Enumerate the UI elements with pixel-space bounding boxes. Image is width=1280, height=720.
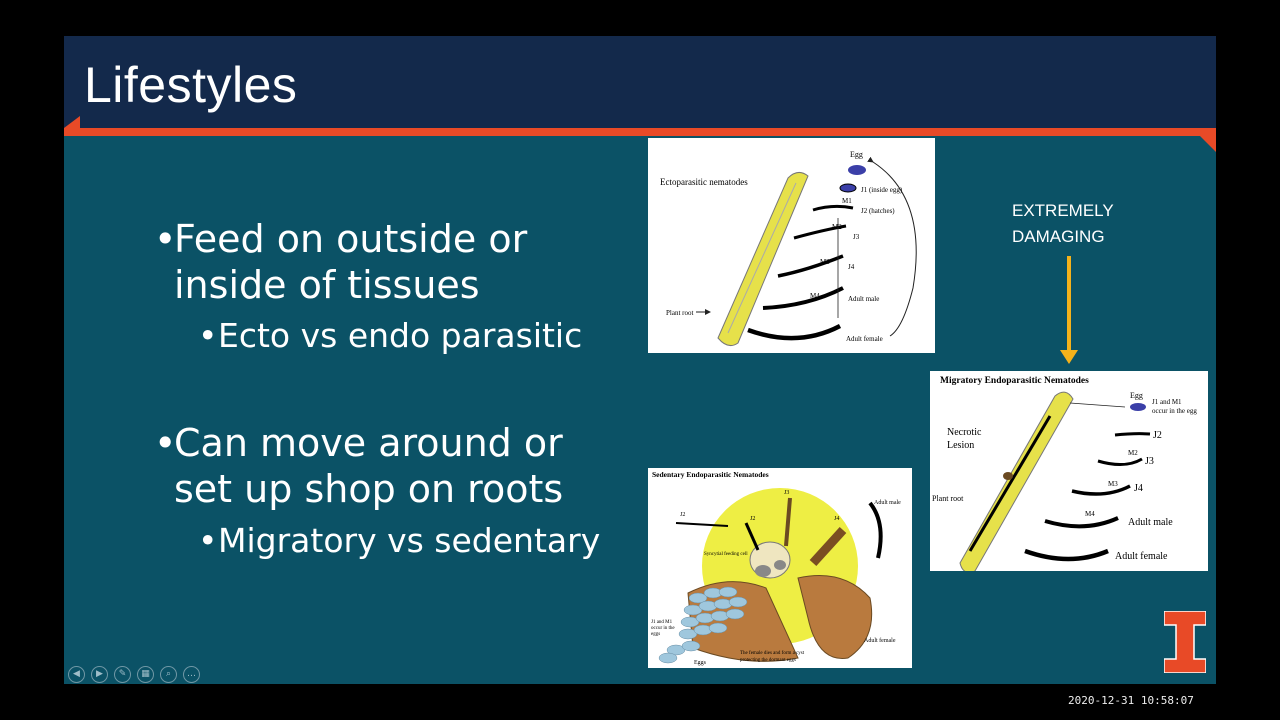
ecto-plant-root-label: Plant root xyxy=(666,309,693,317)
mig-egg-label: Egg xyxy=(1130,391,1143,400)
sed-adult-female-label: Adult female xyxy=(864,637,896,644)
slide: Lifestyles •Feed on outside or inside of… xyxy=(64,36,1216,684)
mig-adult-female-label: Adult female xyxy=(1115,551,1168,562)
sed-j1m1-l1: J1 and M1 xyxy=(651,620,673,625)
ecto-j4-label: J4 xyxy=(848,263,855,271)
mig-egg-shape xyxy=(1130,403,1146,411)
mig-j3-label: J3 xyxy=(1145,456,1154,467)
sed-j3-label: J3 xyxy=(784,490,789,496)
sedentary-svg: Sedentary Endoparasitic Nematodes J2 J2 … xyxy=(651,470,901,666)
arrow-down-icon xyxy=(1067,256,1071,352)
view-slides-button[interactable]: ▦ xyxy=(137,666,154,683)
sed-j1m1-l2: occur in the xyxy=(651,626,675,631)
ecto-j1-egg xyxy=(839,183,857,193)
mig-lesion-l2: Lesion xyxy=(947,440,974,451)
sed-j2a-label: J2 xyxy=(680,512,685,518)
ecto-title: Ectoparasitic nematodes xyxy=(660,177,748,187)
ecto-m4-label: M4 xyxy=(810,292,820,300)
ecto-adult-male-label: Adult male xyxy=(848,295,879,303)
ecto-m1-label: M1 xyxy=(842,197,852,205)
recording-timestamp: 2020-12-31 10:58:07 xyxy=(1068,694,1194,707)
mig-adult-male-label: Adult male xyxy=(1128,517,1173,528)
ectoparasitic-diagram: Ectoparasitic nematodes Egg J1 (inside e… xyxy=(648,138,935,353)
subbullet-migratory-sedentary: •Migratory vs sedentary xyxy=(198,521,601,560)
zoom-button[interactable]: ⌕ xyxy=(160,666,177,683)
sed-female-l2: protecting the dormant eggs xyxy=(740,658,796,663)
sed-eggs-label: Eggs xyxy=(694,660,707,666)
bullet-move: •Can move around or set up shop on roots xyxy=(154,421,564,511)
ectoparasitic-svg: Ectoparasitic nematodes Egg J1 (inside e… xyxy=(660,150,917,347)
mig-title: Migratory Endoparasitic Nematodes xyxy=(940,376,1089,386)
title-accent-line xyxy=(64,128,1216,136)
migratory-diagram: Migratory Endoparasitic Nematodes Egg J1… xyxy=(930,371,1208,573)
ecto-j3-label: J3 xyxy=(853,233,860,241)
mig-m3-label: M3 xyxy=(1108,480,1118,488)
ecto-adult-female-label: Adult female xyxy=(846,335,883,343)
mig-j2-label: J2 xyxy=(1153,430,1162,441)
mig-plant-root-label: Plant root xyxy=(932,494,964,503)
title-accent-left xyxy=(64,116,80,128)
sed-adult-male-label: Adult male xyxy=(874,500,901,506)
slide-title: Lifestyles xyxy=(84,57,298,113)
mig-note-l1: J1 and M1 xyxy=(1152,398,1182,406)
previous-slide-button[interactable]: ◀ xyxy=(68,666,85,683)
next-slide-button[interactable]: ▶ xyxy=(91,666,108,683)
mig-m2-label: M2 xyxy=(1128,449,1138,457)
migratory-svg: Migratory Endoparasitic Nematodes Egg J1… xyxy=(932,376,1197,573)
pen-tool-button[interactable]: ✎ xyxy=(114,666,131,683)
ecto-egg-label: Egg xyxy=(850,150,863,159)
ecto-egg-shape xyxy=(848,165,866,175)
mig-m4-label: M4 xyxy=(1085,510,1095,518)
bullet-feed: •Feed on outside or inside of tissues xyxy=(154,217,528,307)
illinois-logo-icon xyxy=(1164,611,1206,673)
sed-j1m1-l3: eggs xyxy=(651,632,660,637)
sed-j2b-label: J2 xyxy=(750,516,755,522)
sedentary-diagram: Sedentary Endoparasitic Nematodes J2 J2 … xyxy=(648,468,912,668)
ecto-j2-label: J2 (hatches) xyxy=(861,207,895,215)
title-accent-right xyxy=(1200,136,1216,152)
mig-j4-label: J4 xyxy=(1134,483,1143,494)
subbullet-ecto-endo: •Ecto vs endo parasitic xyxy=(198,316,583,355)
sed-syncytial-label: Syncytial feeding cell xyxy=(704,552,748,557)
sed-title: Sedentary Endoparasitic Nematodes xyxy=(652,470,769,479)
ecto-j1-label: J1 (inside egg) xyxy=(861,186,903,194)
sed-j4-label: J4 xyxy=(834,516,839,522)
title-bar: Lifestyles xyxy=(64,36,1216,128)
more-options-button[interactable]: … xyxy=(183,666,200,683)
arrow-head-icon xyxy=(1060,350,1078,364)
sed-female-l1: The female dies and form a cyst xyxy=(740,651,805,656)
slideshow-toolbar: ◀ ▶ ✎ ▦ ⌕ … xyxy=(68,666,200,683)
mig-lesion-l1: Necrotic xyxy=(947,427,982,438)
mig-note-l2: occur in the egg xyxy=(1152,407,1197,415)
extremely-damaging-label: EXTREMELY DAMAGING xyxy=(1012,201,1114,246)
